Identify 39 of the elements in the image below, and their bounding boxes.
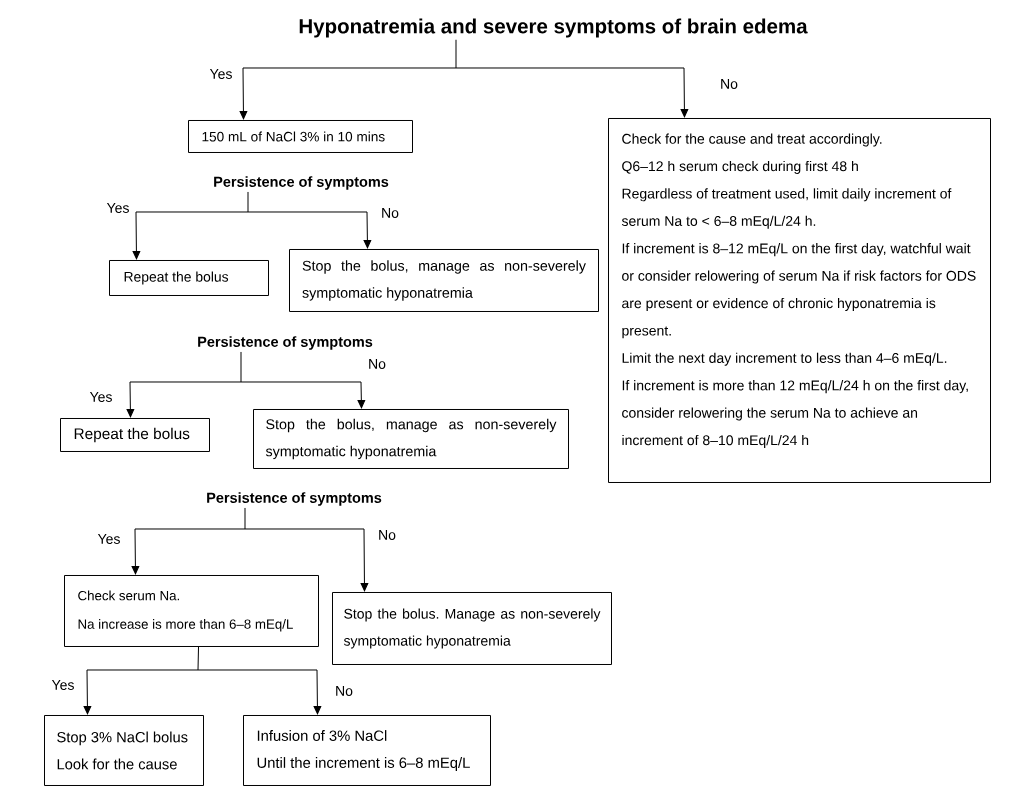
edge-label: No: [334, 685, 354, 697]
arrow: [240, 381, 366, 409]
connector-line: [197, 646, 199, 671]
process-box: Check serum Na. Na increase is more than 6–8 mEq/L: [64, 575, 319, 647]
arrow: [132, 211, 249, 260]
process-box: Stop 3% NaCl bolus Look for the cause: [44, 715, 204, 786]
arrow: [83, 669, 199, 715]
process-box: Stop the bolus, manage as non-severely symptomatic hyponatremia: [253, 409, 569, 469]
decision-text: Persistence of symptoms: [198, 336, 373, 350]
process-box: Check for the cause and treat accordingly. Q6–12 h serum check during first 48 h Regardless of treatment used, limit daily increment of serum Na to < 6–8 mEq/L/24 h. If increment is 8–12 mEq/L on the first day, watchful wait or consider relowering of serum Na if risk factors for ODS are present or evidence of chronic hyponatremia is present. Limit the next day increment to less than 4–6 mEq/L. If increment is more than 12 mEq/L/24 h on the first day, consider relowering the serum Na to achieve an increment of 8–10 mEq/L/24 h: [608, 118, 991, 483]
edge-label: No: [719, 78, 739, 90]
process-box: Stop the bolus, manage as non-severely symptomatic hyponatremia: [289, 249, 599, 312]
arrow: [131, 528, 246, 575]
process-box: Repeat the bolus: [109, 260, 269, 296]
process-box: Repeat the bolus: [60, 418, 210, 452]
heading: Hyponatremia and severe symptoms of brain edema: [299, 18, 808, 38]
arrow: [247, 211, 372, 249]
connector-line: [247, 191, 249, 213]
arrow: [197, 669, 322, 715]
connector-line: [240, 351, 242, 383]
edge-label: Yes: [50, 679, 76, 691]
edge-label: Yes: [96, 533, 122, 545]
edge-label: No: [367, 358, 387, 370]
edge-label: No: [377, 529, 397, 541]
edge-label: No: [380, 207, 400, 219]
connector-line: [244, 507, 246, 530]
process-box: Stop the bolus. Manage as non-severely symptomatic hyponatremia: [332, 592, 612, 665]
arrow: [126, 381, 242, 418]
connector-line: [455, 39, 457, 69]
process-box: 150 mL of NaCl 3% in 10 mins: [188, 120, 413, 153]
edge-label: Yes: [105, 202, 131, 214]
decision-text: Persistence of symptoms: [214, 176, 389, 190]
process-box: Infusion of 3% NaCl Until the increment is 6–8 mEq/L: [243, 715, 491, 786]
arrow: [244, 528, 369, 592]
edge-label: Yes: [208, 68, 234, 80]
decision-text: Persistence of symptoms: [207, 492, 382, 506]
edge-label: Yes: [88, 391, 114, 403]
arrow: [239, 67, 457, 120]
arrow: [455, 67, 689, 118]
